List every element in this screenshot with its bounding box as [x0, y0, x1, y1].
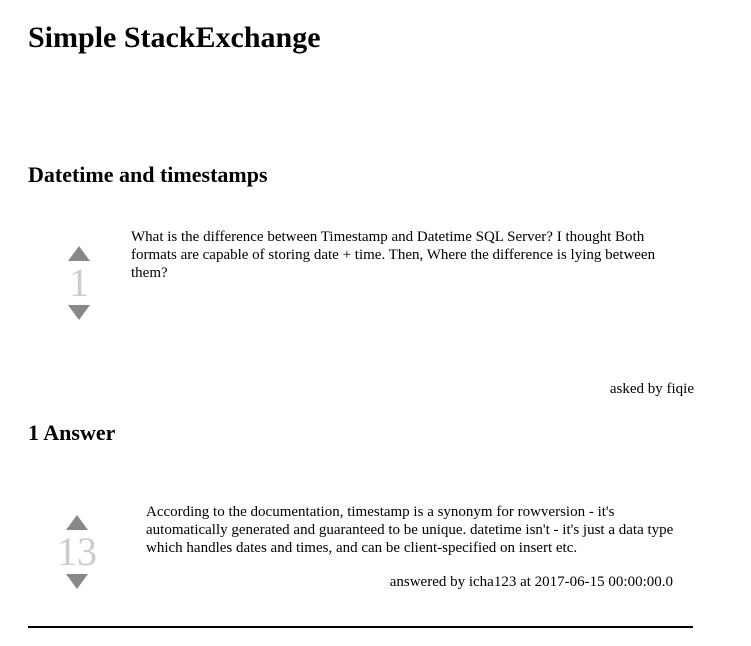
bottom-divider	[28, 626, 693, 628]
question-title: Datetime and timestamps	[28, 162, 268, 187]
question-vote-panel: 1	[59, 246, 99, 320]
question-downvote-icon[interactable]	[68, 305, 90, 320]
answer-author: answered by icha123 at 2017-06-15 00:00:…	[389, 574, 673, 590]
answer-downvote-icon[interactable]	[66, 574, 88, 589]
question-upvote-icon[interactable]	[68, 246, 90, 261]
question-vote-count: 1	[69, 260, 89, 305]
question-author: asked by fiqie	[609, 381, 694, 397]
answer-upvote-icon[interactable]	[66, 515, 88, 530]
site-title: Simple StackExchange	[28, 21, 321, 54]
answers-heading: 1 Answer	[28, 420, 116, 445]
question-body: What is the difference between Timestamp…	[131, 229, 656, 281]
answer-body: According to the documentation, timestam…	[146, 504, 674, 556]
answer-vote-panel: 13	[57, 515, 97, 589]
answer-vote-count: 13	[57, 529, 97, 574]
